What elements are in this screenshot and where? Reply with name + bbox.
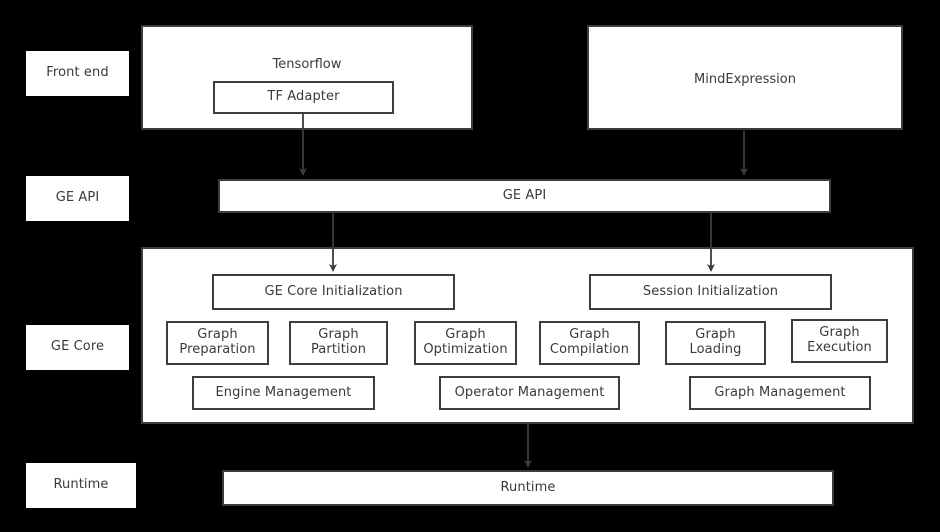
- graph-compilation-label: Graph Compilation: [549, 327, 630, 357]
- engine-management-box[interactable]: Engine Management: [192, 376, 375, 410]
- mindexpression-title: MindExpression: [694, 72, 796, 87]
- ge-core-initialization-label: GE Core Initialization: [264, 283, 403, 299]
- ge-api-bar[interactable]: GE API: [218, 179, 831, 213]
- tensorflow-panel: Tensorflow: [141, 25, 473, 130]
- graph-execution-label: Graph Execution: [807, 325, 872, 355]
- graph-partition-box[interactable]: Graph Partition: [289, 321, 388, 365]
- operator-management-label: Operator Management: [454, 384, 605, 400]
- operator-management-box[interactable]: Operator Management: [439, 376, 620, 410]
- graph-loading-box[interactable]: Graph Loading: [665, 321, 766, 365]
- graph-optimization-box[interactable]: Graph Optimization: [414, 321, 517, 365]
- layer-label-front-end-text: Front end: [46, 65, 109, 81]
- runtime-bar[interactable]: Runtime: [222, 470, 834, 506]
- engine-management-label: Engine Management: [215, 384, 352, 400]
- graph-compilation-box[interactable]: Graph Compilation: [539, 321, 640, 365]
- graph-execution-box[interactable]: Graph Execution: [791, 319, 888, 363]
- tensorflow-title: Tensorflow: [272, 57, 342, 72]
- tf-adapter-box[interactable]: TF Adapter: [213, 81, 394, 114]
- layer-label-runtime: Runtime: [26, 463, 136, 508]
- layer-label-front-end: Front end: [26, 51, 129, 96]
- ge-api-bar-label: GE API: [502, 187, 547, 203]
- layer-label-ge-api: GE API: [26, 176, 129, 221]
- graph-partition-label: Graph Partition: [310, 327, 367, 357]
- graph-management-label: Graph Management: [714, 384, 846, 400]
- runtime-bar-label: Runtime: [500, 479, 556, 495]
- layer-label-ge-core-text: GE Core: [50, 339, 105, 355]
- tf-adapter-label: TF Adapter: [267, 89, 340, 105]
- graph-loading-label: Graph Loading: [689, 327, 742, 357]
- session-initialization-box[interactable]: Session Initialization: [589, 274, 832, 310]
- session-initialization-label: Session Initialization: [642, 283, 779, 299]
- graph-preparation-label: Graph Preparation: [179, 327, 256, 357]
- mindexpression-panel: MindExpression: [587, 25, 903, 130]
- layer-label-ge-api-text: GE API: [55, 190, 100, 206]
- graph-preparation-box[interactable]: Graph Preparation: [166, 321, 269, 365]
- layer-label-ge-core: GE Core: [26, 325, 129, 370]
- graph-management-box[interactable]: Graph Management: [689, 376, 871, 410]
- layer-label-runtime-text: Runtime: [53, 477, 109, 493]
- graph-optimization-label: Graph Optimization: [423, 327, 508, 357]
- ge-core-initialization-box[interactable]: GE Core Initialization: [212, 274, 455, 310]
